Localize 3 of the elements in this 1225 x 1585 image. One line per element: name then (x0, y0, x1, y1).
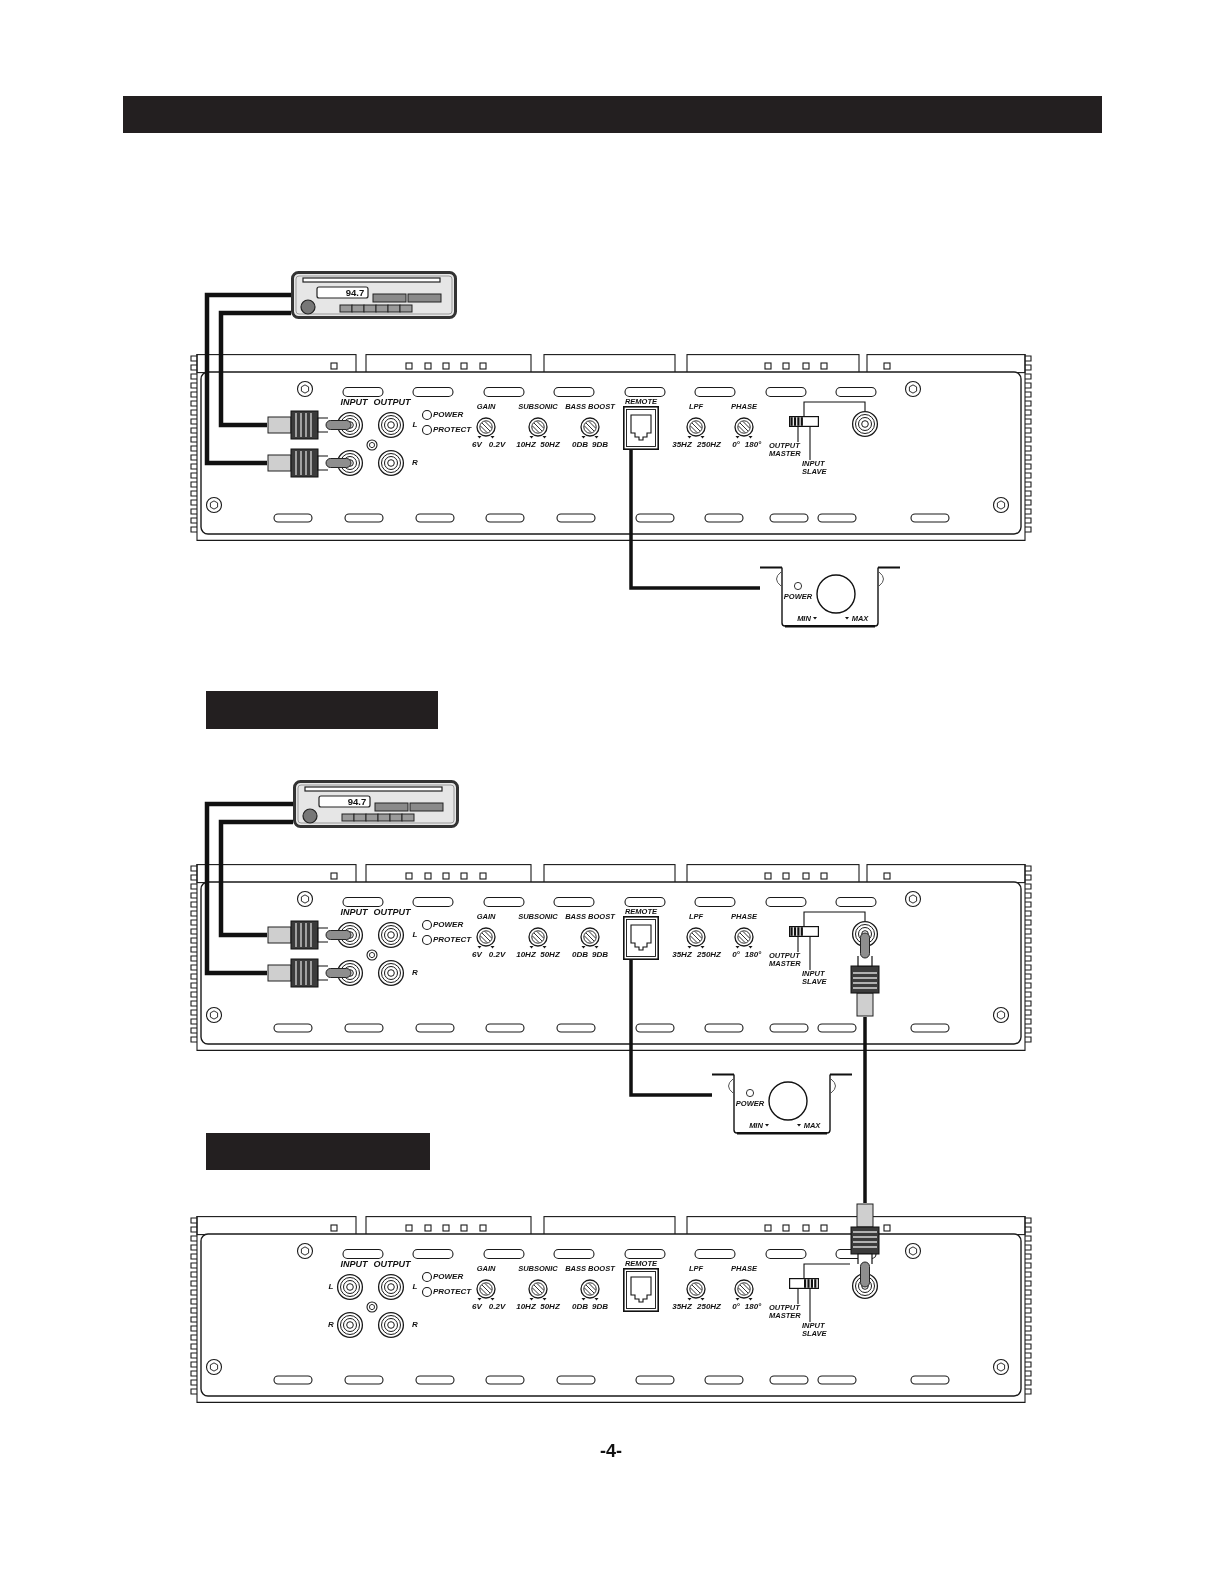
page-number: -4- (600, 1442, 622, 1462)
display-readout: 94.7 (345, 287, 365, 298)
heading-bar (123, 96, 1102, 133)
